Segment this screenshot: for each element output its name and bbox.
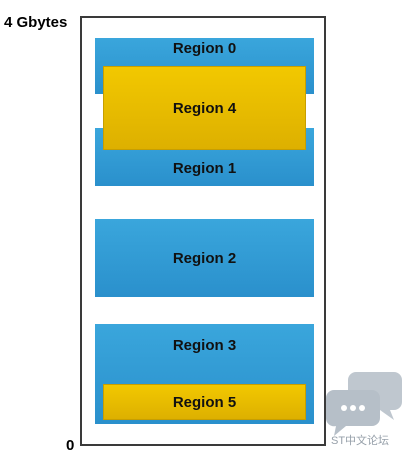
address-bottom-label: 0 [66, 437, 75, 454]
region-3-label: Region 3 [172, 337, 237, 354]
region-1-label: Region 1 [172, 160, 237, 177]
address-top-label: 4 Gbytes [4, 14, 68, 31]
region-0-label: Region 0 [172, 40, 237, 57]
region-4: Region 4 [103, 66, 306, 150]
chat-bubbles-icon [326, 372, 402, 436]
region-5: Region 5 [103, 384, 306, 420]
watermark-text: ST中文论坛 [331, 435, 390, 447]
region-5-label: Region 5 [172, 393, 237, 411]
region-2-label: Region 2 [172, 249, 237, 267]
region-4-label: Region 4 [172, 99, 237, 117]
region-2: Region 2 [95, 219, 314, 297]
